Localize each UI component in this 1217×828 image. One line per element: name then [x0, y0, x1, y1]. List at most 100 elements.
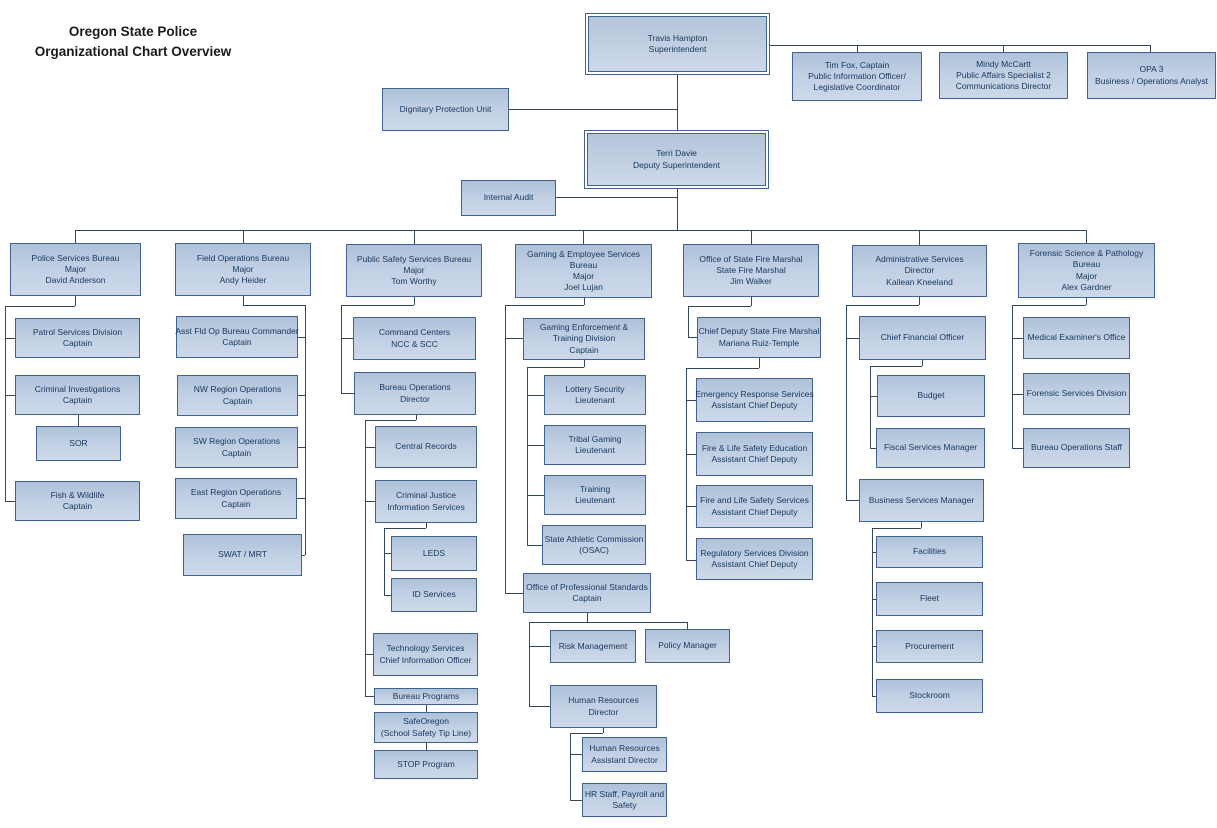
org-box-label-line: Central Records: [395, 441, 457, 452]
connector-line: [527, 545, 542, 546]
org-box-label-line: Asst Fld Op Bureau Commander: [175, 325, 299, 336]
org-box-label-line: Gaming & Employee Services: [527, 248, 640, 259]
org-box-label-line: Assistant Chief Deputy: [711, 506, 798, 517]
chart-title: Oregon State Police Organizational Chart…: [26, 22, 240, 63]
connector-line: [529, 706, 550, 707]
connector-line: [384, 553, 391, 554]
org-box-swat-mrt: SWAT / MRT: [183, 534, 302, 576]
org-box-label-line: SW Region Operations: [193, 436, 280, 447]
org-box-label-line: Deputy Superintendent: [633, 159, 720, 170]
org-box-label-line: Lottery Security: [565, 383, 625, 394]
connector-line: [677, 189, 678, 230]
org-box-fleet: Fleet: [876, 582, 983, 616]
org-box-label-line: Forensic Services Division: [1026, 388, 1127, 399]
org-box-label-line: NW Region Operations: [193, 384, 282, 395]
connector-line: [686, 368, 759, 369]
org-box-medical-examiners-office: Medical Examiner's Office: [1023, 317, 1130, 359]
org-box-label-line: Policy Manager: [658, 640, 717, 651]
connector-line: [384, 528, 426, 529]
org-box-label-line: (School Safety Tip Line): [380, 727, 472, 738]
org-box-label-line: (OSAC): [579, 545, 609, 555]
connector-line: [529, 622, 530, 706]
org-box-policy-manager: Policy Manager: [645, 629, 730, 663]
org-box-label-line: SWAT / MRT: [218, 549, 267, 560]
connector-line: [584, 298, 585, 305]
org-box-label-line: Captain: [221, 447, 252, 458]
org-box-label-line: Bureau Operations: [379, 382, 451, 393]
connector-line: [341, 305, 414, 306]
org-box-label-line: ID Services: [412, 589, 456, 600]
org-box-label-line: Captain: [222, 395, 253, 406]
org-box-label-line: Bureau: [1072, 259, 1101, 270]
connector-line: [75, 230, 1086, 231]
connector-line: [686, 368, 687, 560]
org-box-label-line: Captain: [572, 593, 602, 603]
org-box-label-line: Kailean Kneeland: [886, 276, 953, 287]
connector-line: [870, 366, 871, 448]
connector-line: [556, 197, 677, 198]
connector-line: [770, 45, 1150, 46]
org-box-label-line: Criminal Justice: [396, 490, 456, 501]
org-box-budget: Budget: [877, 375, 985, 417]
connector-line: [341, 338, 353, 339]
connector-line: [529, 646, 550, 647]
org-box-label-line: Training Division: [552, 333, 616, 344]
connector-line: [846, 338, 859, 339]
org-box-label-line: Assistant Director: [591, 754, 658, 765]
connector-line: [846, 305, 919, 306]
org-box-label-line: Risk Management: [558, 640, 628, 651]
org-box-label-line: Captain: [62, 395, 93, 405]
org-box-fiscal-services-manager: Fiscal Services Manager: [876, 428, 985, 468]
org-box-leds: LEDS: [391, 536, 477, 571]
org-box-label-line: OPA 3: [1139, 64, 1164, 75]
org-box-facilities: Facilities: [876, 536, 983, 568]
connector-line: [5, 395, 15, 396]
connector-line: [587, 613, 588, 622]
org-box-label-line: State Fire Marshal: [716, 264, 786, 275]
org-box-label-line: Business / Operations Analyst: [1095, 75, 1208, 86]
org-box-label-line: Facilities: [912, 546, 947, 557]
org-box-label-line: Public Affairs Specialist 2: [956, 69, 1051, 80]
connector-line: [603, 728, 604, 733]
org-box-label-line: Lieutenant: [575, 495, 615, 505]
org-box-label-line: Chief Deputy State Fire Marshal: [698, 326, 820, 337]
connector-line: [509, 109, 677, 110]
connector-line: [570, 733, 571, 800]
org-box-label-line: NCC & SCC: [391, 338, 438, 349]
org-box-stop-program: STOP Program: [374, 750, 478, 779]
chart-title-line2: Organizational Chart Overview: [34, 44, 232, 60]
org-box-label-line: Administrative Services: [875, 254, 964, 265]
connector-line: [365, 696, 374, 697]
connector-line: [870, 366, 922, 367]
connector-line: [751, 230, 752, 244]
org-box-bureau-programs: Bureau Programs: [374, 688, 478, 705]
connector-line: [870, 396, 877, 397]
connector-line: [919, 230, 920, 245]
org-box-label-line: Forensic Science & Pathology: [1029, 248, 1144, 259]
org-box-label-line: Lieutenant: [575, 395, 615, 405]
connector-line: [5, 338, 15, 339]
org-box-label-line: Tribal Gaming: [568, 433, 622, 444]
connector-line: [872, 696, 876, 697]
connector-line: [686, 506, 696, 507]
connector-line: [584, 360, 585, 367]
org-box-bureau-operations-staff: Bureau Operations Staff: [1023, 428, 1130, 468]
org-box-forensic-services-division: Forensic Services Division: [1023, 373, 1130, 415]
org-box-label-line: Fish & Wildlife: [50, 489, 105, 500]
org-box-label-line: Gaming Enforcement &: [539, 322, 629, 333]
